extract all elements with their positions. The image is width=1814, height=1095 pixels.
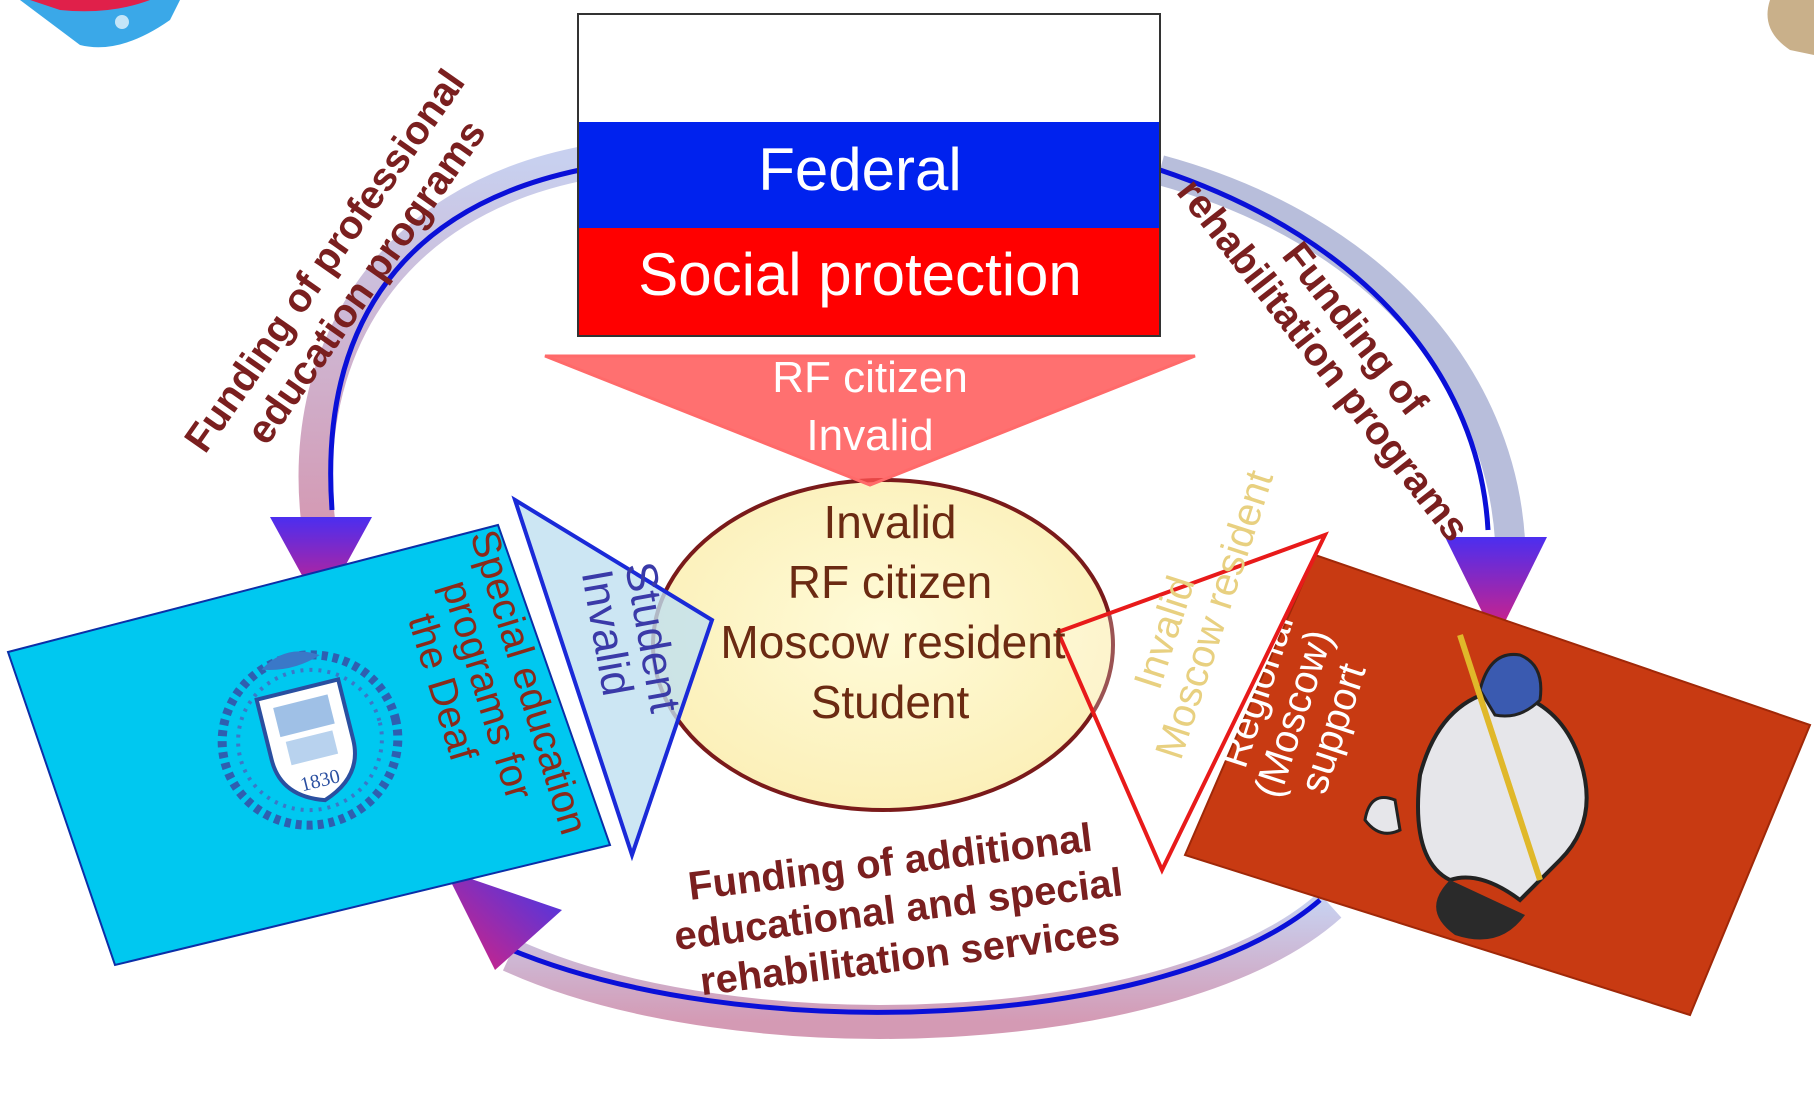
arrow-label-top-left: Funding of professional education progra… — [176, 62, 494, 460]
federal-triangle-text: RF citizen Invalid — [772, 353, 968, 460]
federal-triangle-line-1: RF citizen — [772, 353, 968, 402]
center-line-3: Moscow resident — [720, 616, 1065, 668]
arrow-down-left-icon — [270, 517, 372, 610]
arrow-label-top-right: Funding of rehabilitation programs — [1168, 171, 1478, 550]
federal-title: Federal — [758, 136, 961, 203]
center-line-2: RF citizen — [788, 556, 992, 608]
left-triangle — [511, 495, 715, 862]
crest-icon — [1767, 0, 1814, 55]
cycle-arcs — [298, 145, 1525, 1039]
center-line-1: Invalid — [824, 496, 957, 548]
arrow-down-right-icon — [1445, 537, 1547, 640]
arrow-label-bottom: Funding of additional educational and sp… — [672, 816, 1125, 1005]
federal-triangle-line-2: Invalid — [806, 411, 933, 460]
arrow-left-icon — [445, 870, 562, 970]
st-george-horseman-icon — [1363, 634, 1589, 940]
federal-subtitle: Social protection — [638, 241, 1082, 308]
center-ellipse-text: Invalid RF citizen Moscow resident Stude… — [720, 496, 1065, 728]
federal-flag: Federal Social protection — [577, 13, 1161, 337]
badge-icon — [20, 0, 180, 48]
federal-triangle — [544, 354, 1196, 487]
right-triangle — [1055, 531, 1329, 875]
university-crest-icon: 1830 — [217, 650, 403, 830]
center-line-4: Student — [811, 676, 970, 728]
